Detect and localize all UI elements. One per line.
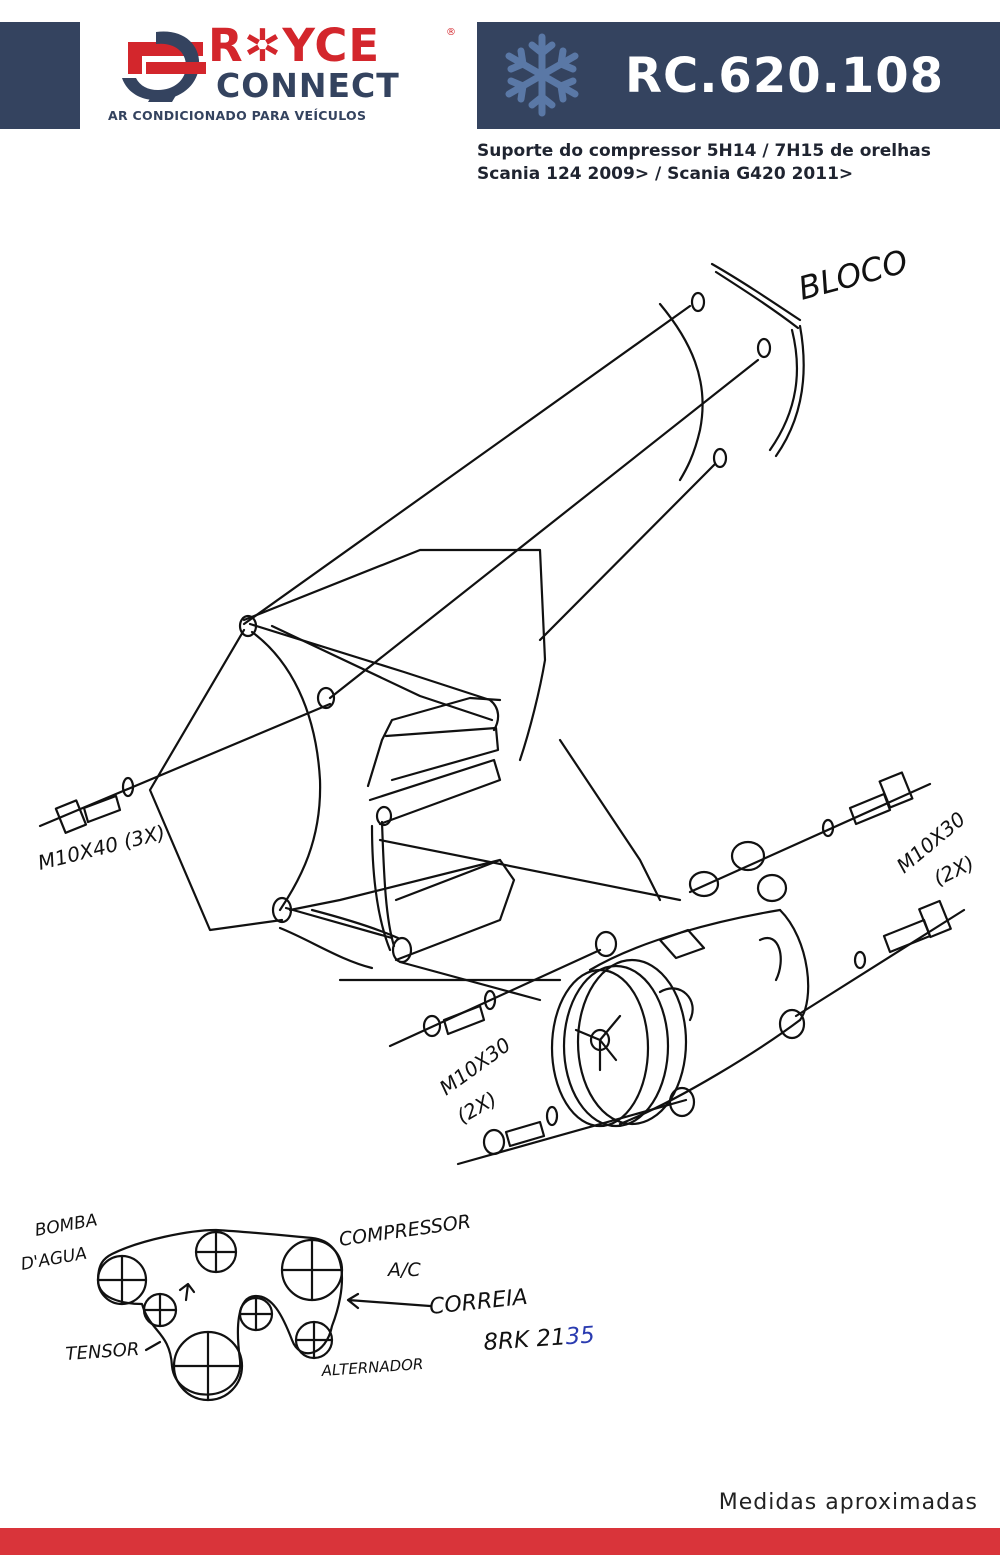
- label-bomba-dagua-2: D'AGUA: [19, 1244, 88, 1275]
- bolt-m10x40: [38, 702, 332, 834]
- logo-brand-name: R✲YCE: [208, 19, 381, 72]
- label-bolt-bottom-qty: (2X): [453, 1087, 501, 1129]
- correia-code-prefix: 8RK 21: [483, 1324, 567, 1356]
- logo-brand-connect: CONNECT: [216, 66, 400, 105]
- logo-mark-icon: [122, 31, 206, 102]
- label-bolt-left: M10X40 (3X): [35, 820, 167, 875]
- product-code-banner: RC.620.108: [477, 22, 1000, 129]
- registered-mark: ®: [446, 27, 456, 38]
- label-compressor: COMPRESSOR: [338, 1211, 473, 1251]
- logo-tagline: AR CONDICIONADO PARA VEÍCULOS: [108, 108, 367, 123]
- product-code: RC.620.108: [625, 48, 945, 104]
- bolt-m10x30-right: [688, 771, 966, 1018]
- exploded-assembly-drawing: BLOCO M10X40 (3X) M10X30 (2X) M10X30 (2X…: [19, 242, 978, 1402]
- description-line-2: Scania 124 2009> / Scania G420 2011>: [477, 164, 854, 184]
- belt-routing-diagram: [96, 1228, 432, 1402]
- label-bolt-right-qty: (2X): [930, 850, 978, 890]
- label-bomba-dagua-1: BOMBA: [33, 1210, 99, 1241]
- label-tensor: TENSOR: [65, 1339, 140, 1365]
- correia-code-suffix: 35: [565, 1322, 596, 1350]
- footer-red-bar: [0, 1528, 1000, 1555]
- bracket-body: [238, 548, 547, 970]
- description-line-1: Suporte do compressor 5H14 / 7H15 de ore…: [477, 141, 931, 161]
- label-bolt-bottom-size: M10X30: [435, 1033, 515, 1101]
- bolt-m10x30-bottom: [388, 948, 688, 1166]
- compressor-body: [550, 840, 810, 1128]
- header-left-block: [0, 22, 80, 129]
- label-bloco: BLOCO: [794, 242, 912, 308]
- label-correia-code: 8RK 2135: [483, 1322, 596, 1356]
- engine-block-outline: [658, 262, 805, 482]
- snowflake-icon: [505, 33, 579, 117]
- label-alternador: ALTERNADOR: [320, 1355, 424, 1380]
- royce-connect-logo: R✲YCE ® CONNECT AR CONDICIONADO PARA VEÍ…: [108, 22, 458, 129]
- label-compressor-ac: A/C: [386, 1259, 421, 1281]
- label-correia: CORREIA: [428, 1285, 529, 1320]
- approximate-measures-note: Medidas aproximadas: [718, 1490, 978, 1515]
- product-description: Suporte do compressor 5H14 / 7H15 de ore…: [477, 140, 997, 186]
